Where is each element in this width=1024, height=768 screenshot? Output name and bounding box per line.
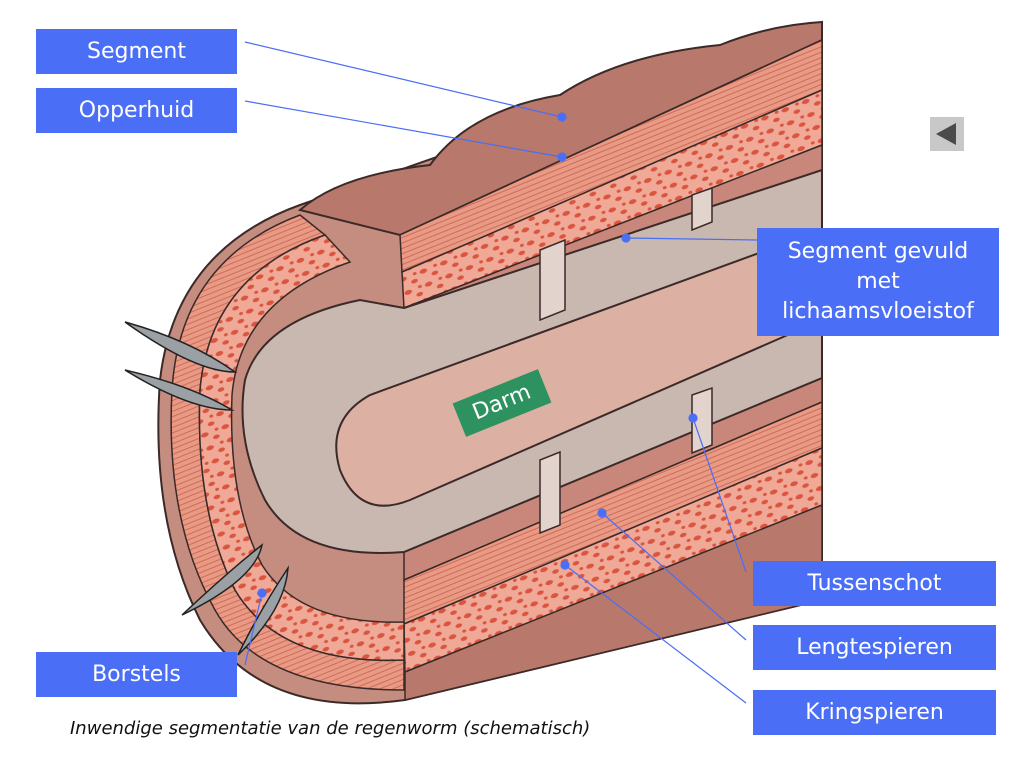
bristle-3 xyxy=(181,543,264,616)
label-segment-gevuld: Segment gevuld met lichaamsvloeistof xyxy=(757,228,999,336)
bristle-1 xyxy=(124,321,238,373)
label-lengtespieren: Lengtespieren xyxy=(753,625,996,670)
leader-kringspieren-dot xyxy=(560,560,570,570)
leader-gevuld-dot xyxy=(621,233,631,243)
gut xyxy=(335,228,823,507)
label-kringspieren: Kringspieren xyxy=(753,690,996,735)
leader-gevuld xyxy=(625,237,758,241)
label-borstels: Borstels xyxy=(36,652,237,697)
label-segment: Segment xyxy=(36,29,237,74)
septum-4 xyxy=(691,386,713,455)
leader-segment-dot xyxy=(557,112,567,122)
leader-kringspieren xyxy=(564,564,747,704)
bristle-4 xyxy=(237,565,289,656)
septum-2 xyxy=(691,186,713,232)
caption: Inwendige segmentatie van de regenworm (… xyxy=(70,718,591,739)
segment-bumps xyxy=(297,20,823,237)
leader-segment xyxy=(244,41,563,118)
back-button[interactable] xyxy=(930,117,964,151)
label-opperhuid: Opperhuid xyxy=(36,88,237,133)
label-tussenschot: Tussenschot xyxy=(753,561,996,606)
leader-lengtespieren xyxy=(601,512,747,641)
leader-lengtespieren-dot xyxy=(597,508,607,518)
septum-1 xyxy=(539,238,566,322)
bristle-2 xyxy=(124,369,235,411)
leader-lines xyxy=(244,41,758,704)
leader-opperhuid-dot xyxy=(557,152,567,162)
leader-borstels xyxy=(244,592,263,666)
septum-3 xyxy=(539,450,561,535)
worm-body xyxy=(124,20,833,705)
leader-tussenschot-dot xyxy=(688,413,698,423)
leader-tussenschot xyxy=(692,417,747,573)
triangle-left-icon xyxy=(936,123,956,145)
leader-opperhuid xyxy=(244,100,563,158)
leader-borstels-dot xyxy=(257,588,267,598)
